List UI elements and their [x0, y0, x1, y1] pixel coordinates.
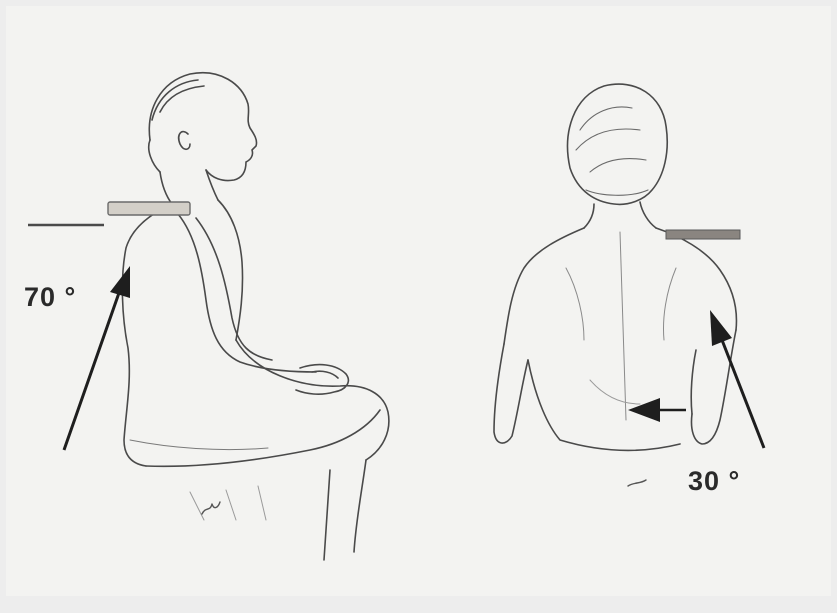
arrow-waist-icon — [628, 398, 686, 422]
measuring-bar-left — [108, 202, 190, 215]
seated-figure-back-view — [494, 84, 736, 486]
angle-label-30: 30 ° — [688, 466, 740, 497]
angle-label-70: 70 ° — [24, 282, 76, 313]
seated-figure-side-view — [122, 73, 389, 560]
measuring-plate-right — [666, 230, 740, 239]
